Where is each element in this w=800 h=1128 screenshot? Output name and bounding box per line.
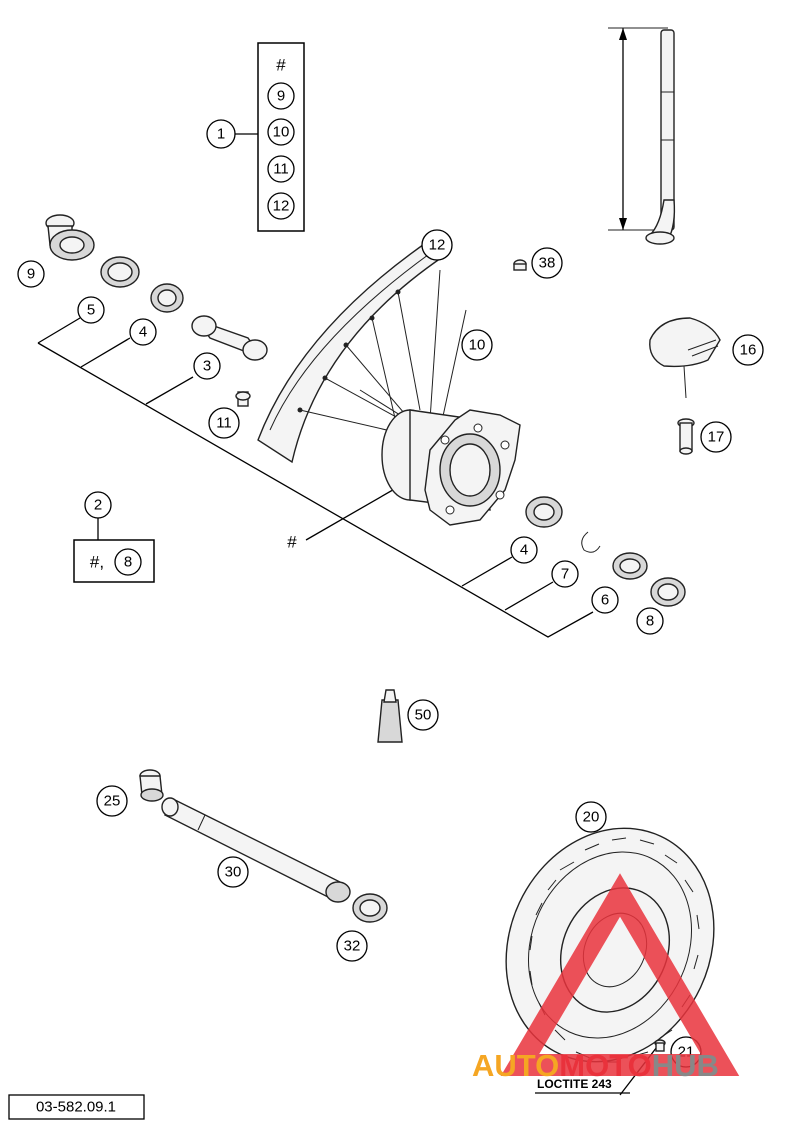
callout-3: 3	[193, 352, 221, 380]
svg-text:5: 5	[87, 302, 95, 319]
spoke-screw-11	[235, 391, 251, 407]
assembly-lines	[37, 27, 668, 1096]
callout-16: 16	[732, 334, 764, 366]
document-number-text: 03-582.09.1	[36, 1099, 116, 1116]
svg-text:6: 6	[601, 592, 609, 609]
callout-8: 8	[636, 607, 664, 635]
document-number: 03-582.09.1	[8, 1094, 145, 1120]
svg-text:2: 2	[94, 497, 102, 514]
kit-box-2-hash: #,	[90, 553, 104, 572]
callout-9: 9	[17, 260, 45, 288]
callout-4b: 4	[510, 536, 538, 564]
svg-text:9: 9	[27, 266, 35, 283]
svg-text:1: 1	[217, 126, 225, 143]
spacer-bush-right	[650, 577, 686, 607]
callout-20: 20	[575, 801, 607, 833]
callout-10: 10	[461, 329, 493, 361]
disc-screw-21	[654, 1039, 666, 1052]
callout-6: 6	[591, 586, 619, 614]
kit-box-2: #, 8	[73, 539, 155, 583]
svg-text:10: 10	[273, 124, 290, 141]
kit-box-1: # 9 10 11 12	[257, 42, 305, 232]
hub-marker: #	[287, 533, 297, 552]
shaft-seal-right	[612, 552, 648, 580]
screw-17	[677, 418, 695, 455]
svg-text:4: 4	[139, 324, 147, 341]
svg-text:9: 9	[277, 88, 285, 105]
watermark-logo: AUTOMOTOHUB	[472, 873, 740, 1083]
svg-text:16: 16	[740, 342, 757, 359]
rim-lock-16	[649, 317, 721, 399]
kit-box-1-item: 10	[267, 118, 295, 146]
watermark-moto: MOTO	[559, 1048, 651, 1083]
svg-text:38: 38	[539, 255, 556, 272]
callout-30: 30	[217, 856, 249, 888]
kit-box-2-item: 8	[124, 554, 132, 571]
bearing-left	[150, 283, 184, 313]
svg-text:11: 11	[273, 161, 289, 178]
wheel-rim	[257, 239, 446, 464]
svg-text:4: 4	[520, 542, 528, 559]
spacer-bush-9	[45, 214, 95, 261]
svg-text:32: 32	[344, 938, 361, 955]
svg-text:30: 30	[225, 864, 242, 881]
svg-text:20: 20	[583, 809, 600, 826]
wheel-hub	[381, 409, 521, 526]
callout-1: 1	[206, 119, 236, 149]
callout-2: 2	[84, 491, 112, 519]
svg-text:10: 10	[469, 337, 486, 354]
callout-4a: 4	[129, 318, 157, 346]
callout-32: 32	[336, 930, 368, 962]
nut-32	[352, 893, 388, 923]
circlip	[581, 531, 601, 553]
svg-text:11: 11	[216, 415, 232, 432]
watermark-text: AUTOMOTOHUB	[472, 1048, 719, 1083]
watermark-hub: HUB	[652, 1048, 719, 1083]
kit-box-1-item: 9	[267, 82, 295, 110]
svg-text:25: 25	[104, 793, 121, 810]
distance-tube	[191, 315, 268, 361]
callout-12: 12	[421, 229, 453, 261]
svg-text:7: 7	[561, 566, 569, 583]
kit-box-1-item: 11	[267, 155, 295, 183]
callout-25: 25	[96, 785, 128, 817]
callout-7: 7	[551, 560, 579, 588]
collar-bush-25	[139, 769, 164, 802]
svg-text:50: 50	[415, 707, 432, 724]
svg-text:17: 17	[708, 429, 725, 446]
svg-text:3: 3	[203, 358, 211, 375]
kit-box-1-item: 12	[267, 192, 295, 220]
callout-38: 38	[531, 247, 563, 279]
callout-5: 5	[77, 296, 105, 324]
callout-17: 17	[700, 421, 732, 453]
watermark-auto: AUTO	[472, 1048, 559, 1083]
wheel-spindle-30	[161, 797, 351, 903]
spoke-nipple	[645, 29, 676, 245]
callout-11: 11	[208, 407, 240, 439]
loctite-text: LOCTITE 243	[537, 1077, 612, 1091]
shaft-seal-left	[100, 256, 140, 288]
valve-cap-38	[513, 259, 527, 271]
grease-50	[377, 689, 403, 743]
svg-text:12: 12	[273, 198, 290, 215]
bearing-right	[525, 496, 563, 528]
svg-text:8: 8	[646, 613, 654, 630]
callout-50: 50	[407, 699, 439, 731]
svg-text:12: 12	[429, 237, 446, 254]
kit-box-1-header: #	[276, 56, 286, 75]
loctite-label: LOCTITE 243	[535, 1077, 630, 1094]
